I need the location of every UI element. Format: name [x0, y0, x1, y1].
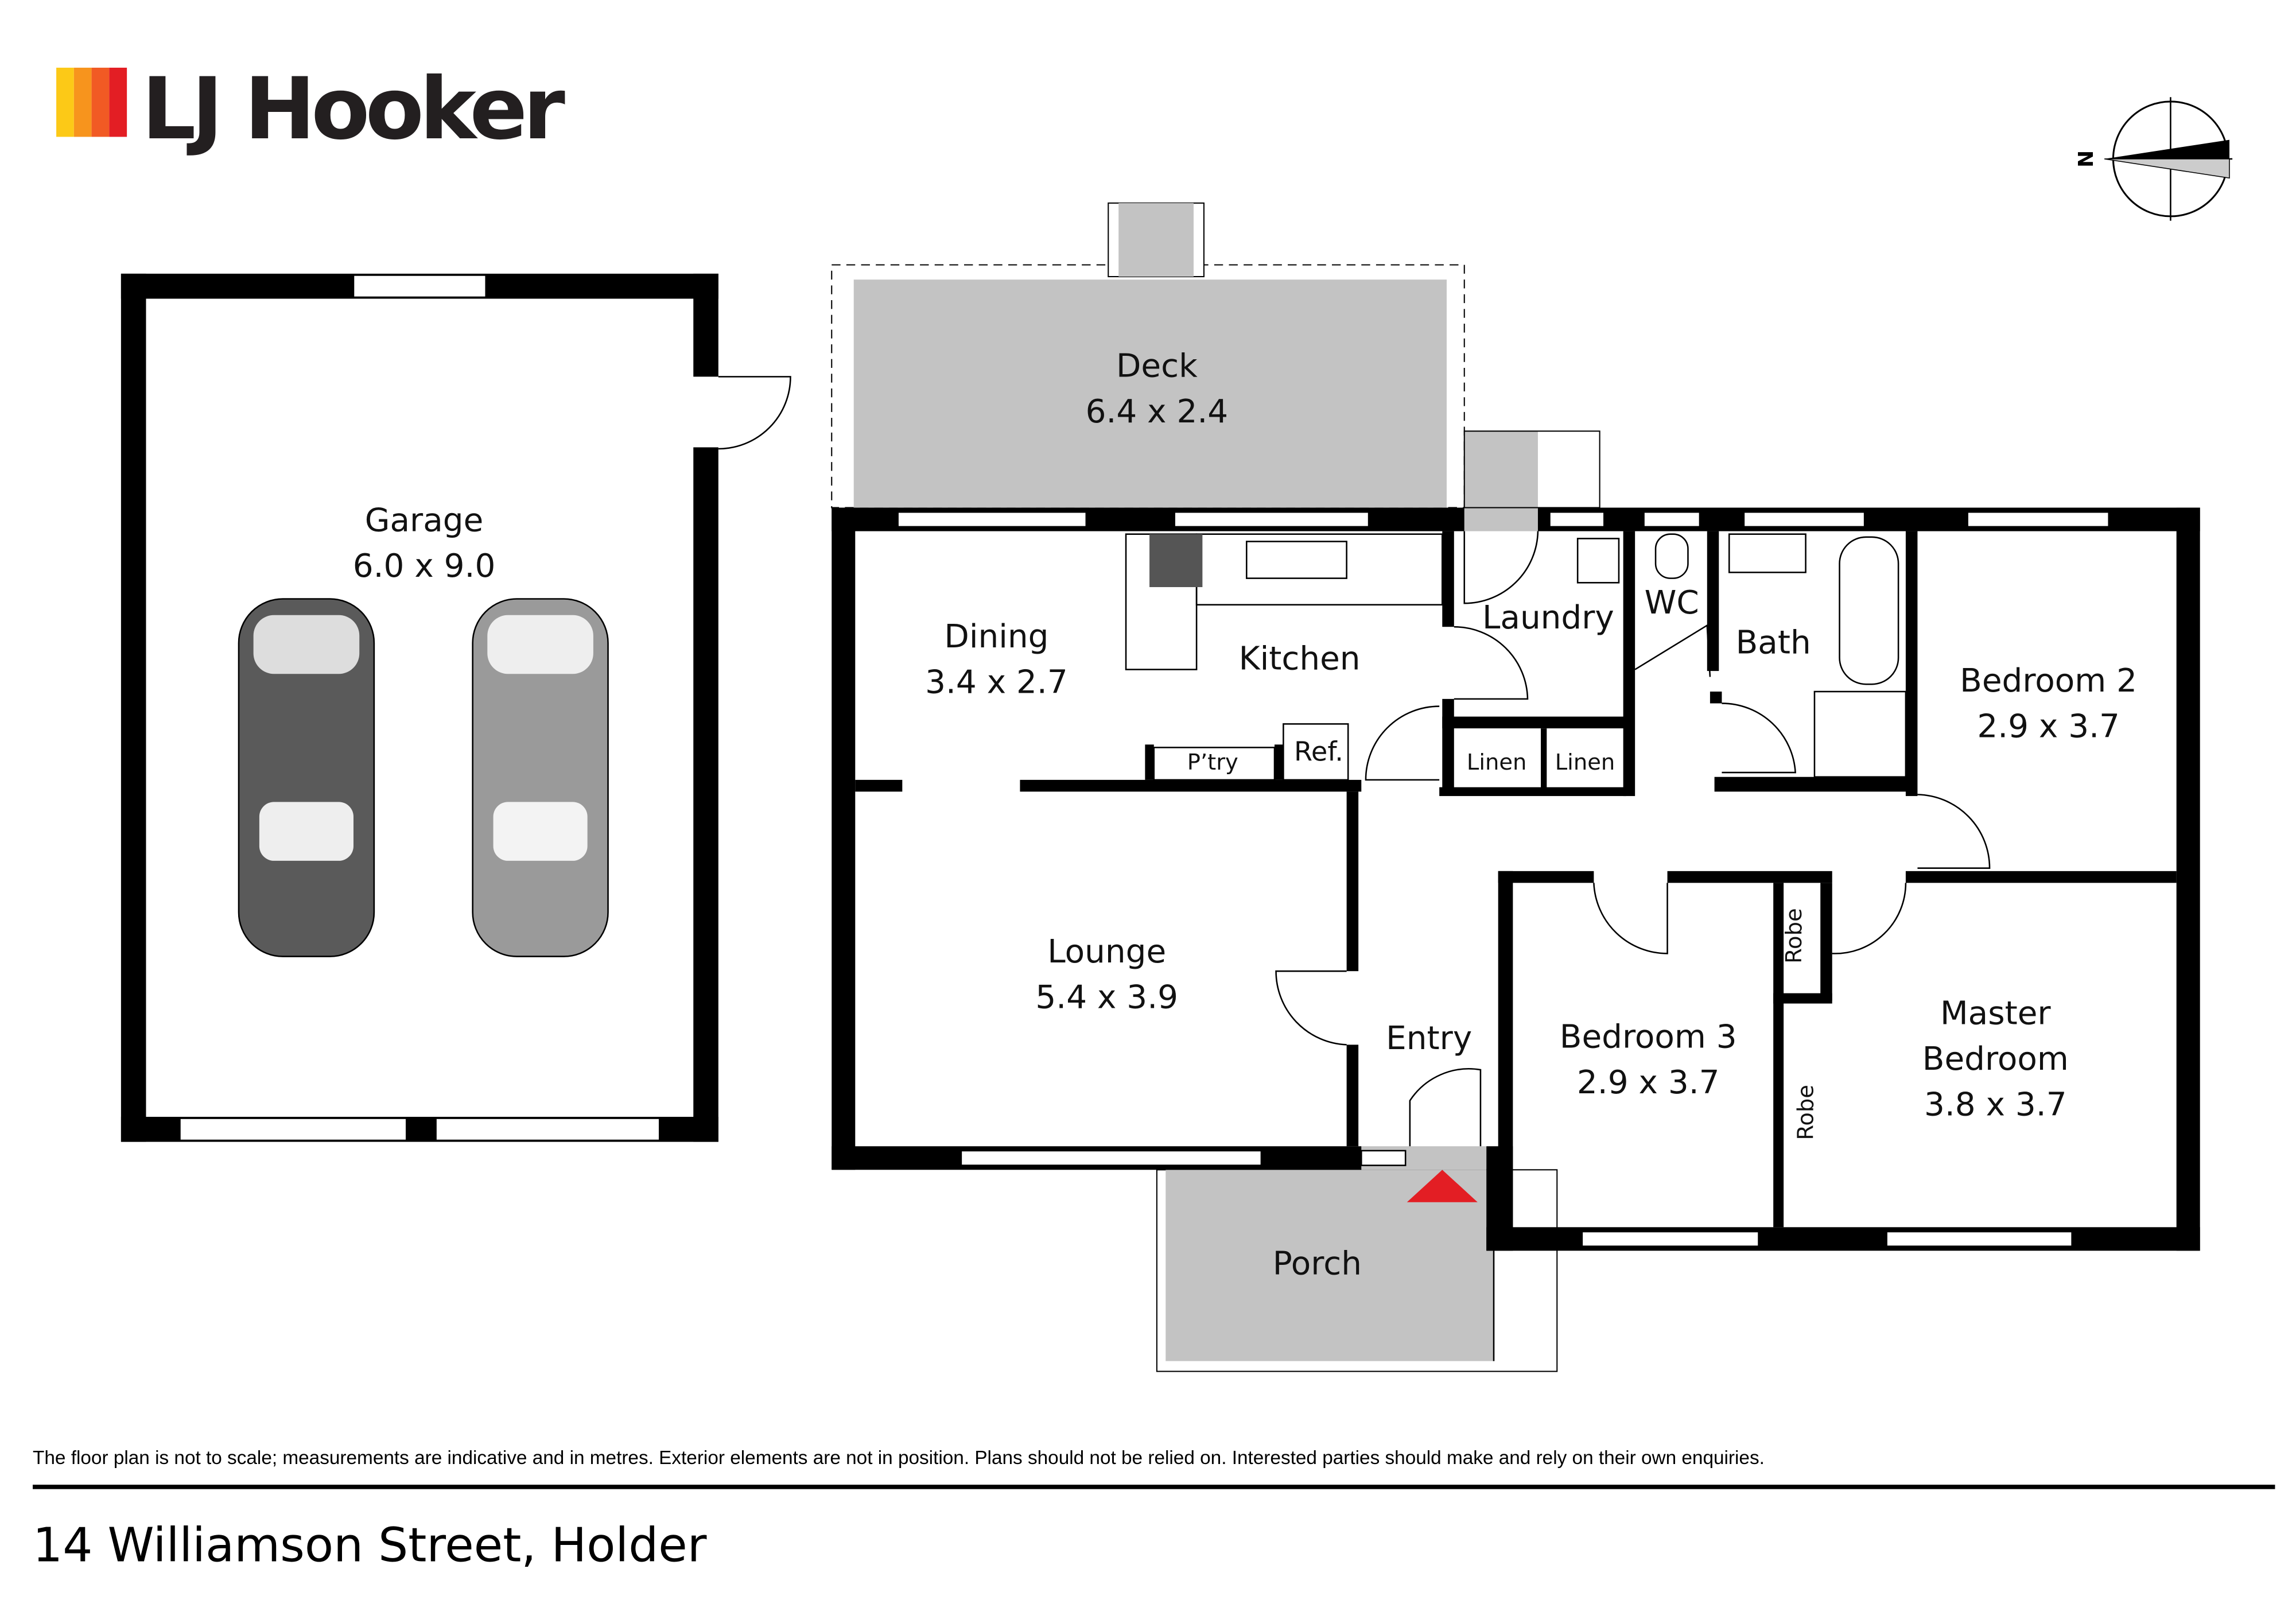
- logo-text: LJ Hooker: [142, 60, 565, 159]
- linen-1-name: Linen: [1467, 750, 1526, 775]
- linen-2-name: Linen: [1555, 750, 1615, 775]
- north-label: N: [2073, 150, 2096, 168]
- disclaimer: The floor plan is not to scale; measurem…: [33, 1447, 1765, 1469]
- dining-name: Dining: [944, 618, 1048, 655]
- garage-size: 6.0 x 9.0: [353, 548, 496, 585]
- lounge-size: 5.4 x 3.9: [1035, 979, 1178, 1016]
- lounge-name: Lounge: [1047, 933, 1166, 970]
- bedroom3-size: 2.9 x 3.7: [1577, 1064, 1720, 1101]
- north-compass-icon: N: [2073, 97, 2233, 221]
- laundry-name: Laundry: [1482, 599, 1614, 636]
- master-size: 3.8 x 3.7: [1924, 1086, 2067, 1123]
- car-grey: [472, 598, 609, 957]
- master-name-2: Bedroom: [1922, 1040, 2069, 1078]
- garage: Garage 6.0 x 9.0: [121, 273, 791, 1142]
- deck-name: Deck: [1116, 347, 1198, 385]
- kitchen-name: Kitchen: [1239, 640, 1361, 678]
- lj-hooker-logo: LJ Hooker: [56, 60, 569, 159]
- room-labels: Dining 3.4 x 2.7 Kitchen Laundry WC Bath…: [925, 584, 2137, 1140]
- deck: Deck 6.4 x 2.4: [831, 202, 1600, 531]
- entry-marker-icon: [1407, 1170, 1478, 1202]
- garage-name: Garage: [365, 502, 483, 539]
- entry-name: Entry: [1386, 1020, 1472, 1057]
- ref-name: Ref.: [1294, 736, 1343, 767]
- bedroom2-name: Bedroom 2: [1960, 662, 2137, 700]
- garage-side-door[interactable]: [718, 376, 791, 450]
- footer-divider: [33, 1484, 2275, 1489]
- windows: [897, 511, 2110, 1247]
- wc-name: WC: [1645, 584, 1699, 622]
- doors: [1125, 531, 1991, 1202]
- robe-1-name: Robe: [1781, 908, 1807, 964]
- bedroom2-size: 2.9 x 3.7: [1977, 708, 2120, 746]
- dining-size: 3.4 x 2.7: [925, 664, 1068, 701]
- porch: Porch: [1156, 1146, 1558, 1372]
- pantry-name: P’try: [1187, 750, 1238, 775]
- car-dark: [238, 598, 375, 957]
- robe-2-name: Robe: [1793, 1085, 1819, 1140]
- porch-name: Porch: [1273, 1245, 1362, 1282]
- master-name-1: Master: [1940, 995, 2051, 1032]
- deck-size: 6.4 x 2.4: [1086, 393, 1229, 430]
- bedroom3-name: Bedroom 3: [1560, 1019, 1737, 1056]
- property-address: 14 Williamson Street, Holder: [33, 1518, 707, 1572]
- bath-name: Bath: [1736, 624, 1811, 661]
